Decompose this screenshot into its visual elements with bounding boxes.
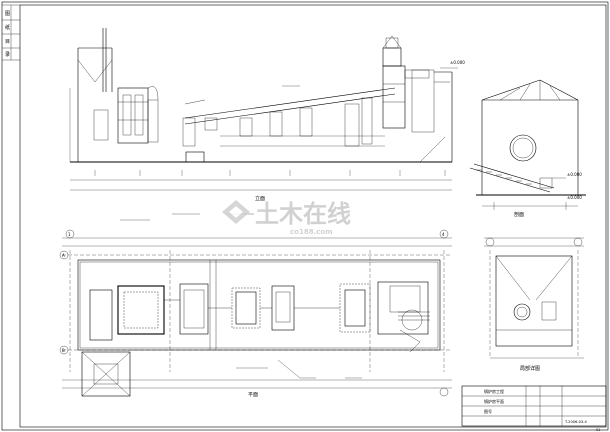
section-title: 剖面 [514, 211, 524, 218]
binding-text-2: 纸 [5, 24, 10, 31]
section-mark-bottom: ±0.000 [567, 195, 582, 200]
elevation-title: 立面 [255, 195, 265, 202]
axis-label-b: B [62, 348, 65, 353]
sheet-inner-border [19, 4, 607, 428]
binding-text-1: 图 [5, 11, 10, 17]
watermark: 土木在线 co188.com [222, 200, 351, 236]
elevation-mark-top: ±0.000 [450, 60, 465, 65]
title-page: 01 [596, 428, 600, 432]
plan-title: 平面 [248, 392, 258, 398]
section-view: ±0.000 ±0.000 剖面 [469, 79, 586, 218]
section-mark-mid: ±0.000 [567, 172, 582, 177]
title-drawing-no: 图号 [484, 408, 492, 414]
watermark-logo-icon [222, 200, 250, 224]
plan-view: A B 1 4 [59, 213, 452, 398]
axis-label-4: 4 [442, 232, 445, 237]
binding-text-4: 录 [5, 51, 10, 58]
binding-strip: 图 纸 目 录 [2, 4, 20, 61]
watermark-text: 土木在线 [255, 200, 351, 228]
title-drawing: 锅炉房平面 [484, 398, 504, 404]
axis-label-a: A [62, 253, 65, 258]
detail-view: 局部详图 [484, 237, 584, 372]
binding-text-3: 目 [5, 39, 10, 45]
detail-title: 局部详图 [520, 365, 540, 372]
elevation-view: ±0.000 立面 [69, 28, 465, 202]
title-project: 锅炉房工程 [484, 388, 504, 394]
title-sheet-ref: T-2006-03-4 [564, 420, 587, 424]
axis-label-1: 1 [68, 232, 71, 237]
watermark-subtext: co188.com [290, 228, 332, 236]
title-block: 锅炉房工程 锅炉房平面 图号 T-2006-03-4 01 [461, 385, 607, 432]
